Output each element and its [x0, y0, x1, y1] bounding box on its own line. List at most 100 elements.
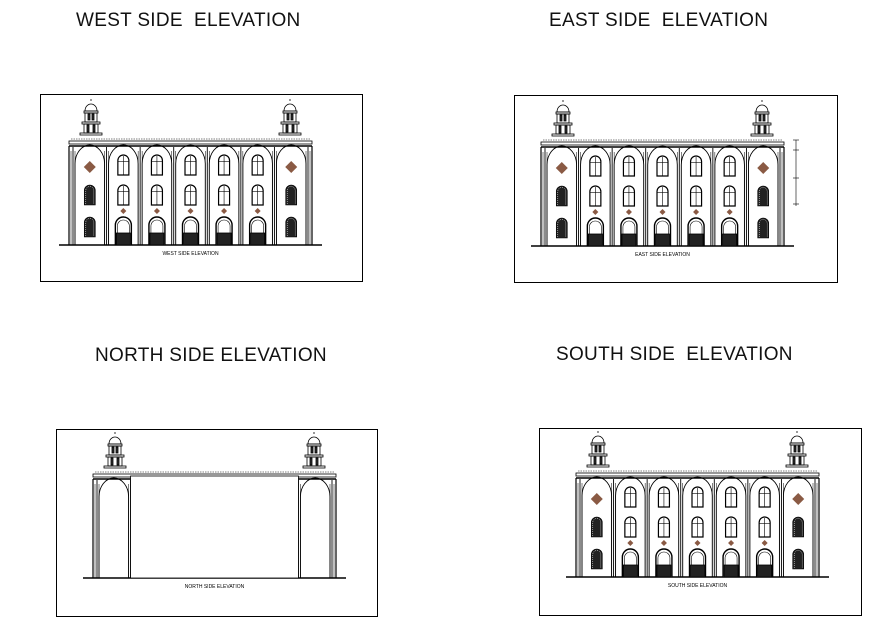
middle-window — [622, 185, 636, 207]
right-minaret — [750, 100, 774, 137]
arched-window — [555, 185, 568, 207]
west-building: WEST SIDE ELEVATION — [59, 99, 322, 257]
decorative-diamond — [757, 162, 770, 174]
ground-door — [755, 548, 774, 578]
bay-arch — [615, 476, 646, 577]
middle-window — [117, 184, 130, 206]
middle-window — [691, 516, 704, 538]
ground-door — [687, 217, 705, 247]
middle-window — [217, 184, 231, 206]
upper-window — [184, 154, 197, 176]
middle-window — [184, 184, 197, 206]
upper-window — [251, 154, 264, 176]
small-diamond — [592, 209, 599, 215]
east-elevation-heading: EAST SIDE ELEVATION — [549, 10, 769, 31]
decorative-diamond — [792, 493, 805, 505]
north-elevation-svg: NORTH SIDE ELEVATION — [83, 432, 346, 590]
upper-window — [622, 155, 636, 177]
north-elevation-heading: NORTH SIDE ELEVATION — [95, 345, 327, 366]
south-building: SOUTH SIDE ELEVATION — [566, 431, 829, 589]
parapet-band — [68, 140, 313, 145]
bay-arch — [682, 476, 713, 577]
small-diamond — [726, 209, 733, 215]
small-diamond — [761, 540, 768, 546]
middle-window — [689, 185, 703, 207]
east-drawing-caption: EAST SIDE ELEVATION — [635, 252, 690, 258]
arched-window — [792, 516, 805, 538]
small-diamond — [693, 209, 700, 215]
small-diamond — [660, 540, 667, 546]
ground-door — [655, 548, 673, 578]
upper-window — [758, 486, 771, 508]
ground-door — [114, 216, 133, 246]
bay-arch — [546, 145, 578, 246]
bay-arch — [680, 145, 712, 246]
bay-arch — [715, 476, 747, 577]
right-minaret — [302, 432, 326, 469]
bay-arch — [747, 145, 779, 246]
decorative-diamond — [83, 161, 96, 173]
bay-arch — [74, 144, 106, 245]
upper-window — [150, 154, 164, 176]
ground-door — [181, 216, 200, 246]
bay-arch — [108, 144, 139, 245]
left-minaret — [103, 432, 127, 469]
upper-window — [117, 154, 130, 176]
upper-window — [723, 155, 736, 177]
bay-arch — [208, 144, 240, 245]
ground-door — [688, 548, 707, 578]
arched-window — [285, 216, 298, 238]
middle-window — [150, 184, 164, 206]
north-elevation-drawing: NORTH SIDE ELEVATION — [56, 429, 378, 617]
bay-arch — [782, 476, 814, 577]
upper-window — [724, 486, 738, 508]
middle-window — [656, 185, 669, 207]
ground-door — [720, 217, 739, 247]
small-diamond — [627, 540, 634, 546]
west-elevation-drawing: WEST SIDE ELEVATION — [40, 94, 363, 282]
middle-window — [251, 184, 264, 206]
west-elevation-heading: WEST SIDE ELEVATION — [76, 10, 301, 31]
central-wall-block — [130, 475, 299, 579]
bay-arch — [299, 477, 331, 578]
upper-window — [656, 155, 669, 177]
decorative-diamond — [555, 162, 568, 174]
bay-arch — [714, 145, 745, 246]
small-diamond — [153, 208, 160, 214]
arched-window — [757, 185, 770, 207]
arched-window — [285, 184, 298, 206]
upper-window — [624, 486, 637, 508]
ground-door — [148, 216, 166, 246]
bay-arch — [581, 476, 613, 577]
arched-window — [757, 217, 770, 239]
ground-door — [620, 217, 638, 247]
left-minaret — [586, 431, 610, 468]
ground-door — [621, 548, 640, 578]
right-minaret — [278, 99, 302, 136]
west-elevation-svg: WEST SIDE ELEVATION — [59, 99, 322, 257]
left-minaret — [79, 99, 103, 136]
bay-arch — [648, 476, 680, 577]
small-diamond — [728, 540, 735, 546]
small-diamond — [659, 209, 666, 215]
bay-arch — [242, 144, 273, 245]
bay-arch — [749, 476, 780, 577]
west-drawing-caption: WEST SIDE ELEVATION — [162, 251, 219, 257]
ground-door — [586, 217, 605, 247]
ground-door — [653, 217, 672, 247]
bay-arch — [141, 144, 173, 245]
south-elevation-drawing: SOUTH SIDE ELEVATION — [539, 428, 862, 616]
upper-window — [589, 155, 602, 177]
south-drawing-caption: SOUTH SIDE ELEVATION — [668, 583, 728, 589]
bay-arch — [613, 145, 645, 246]
north-drawing-caption: NORTH SIDE ELEVATION — [185, 584, 245, 590]
upper-window — [691, 486, 704, 508]
small-diamond — [221, 208, 228, 214]
small-diamond — [254, 208, 261, 214]
arched-window — [83, 184, 96, 206]
left-minaret — [551, 100, 575, 137]
arched-window — [590, 516, 603, 538]
upper-window — [217, 154, 231, 176]
upper-window — [689, 155, 703, 177]
arched-window — [83, 216, 96, 238]
